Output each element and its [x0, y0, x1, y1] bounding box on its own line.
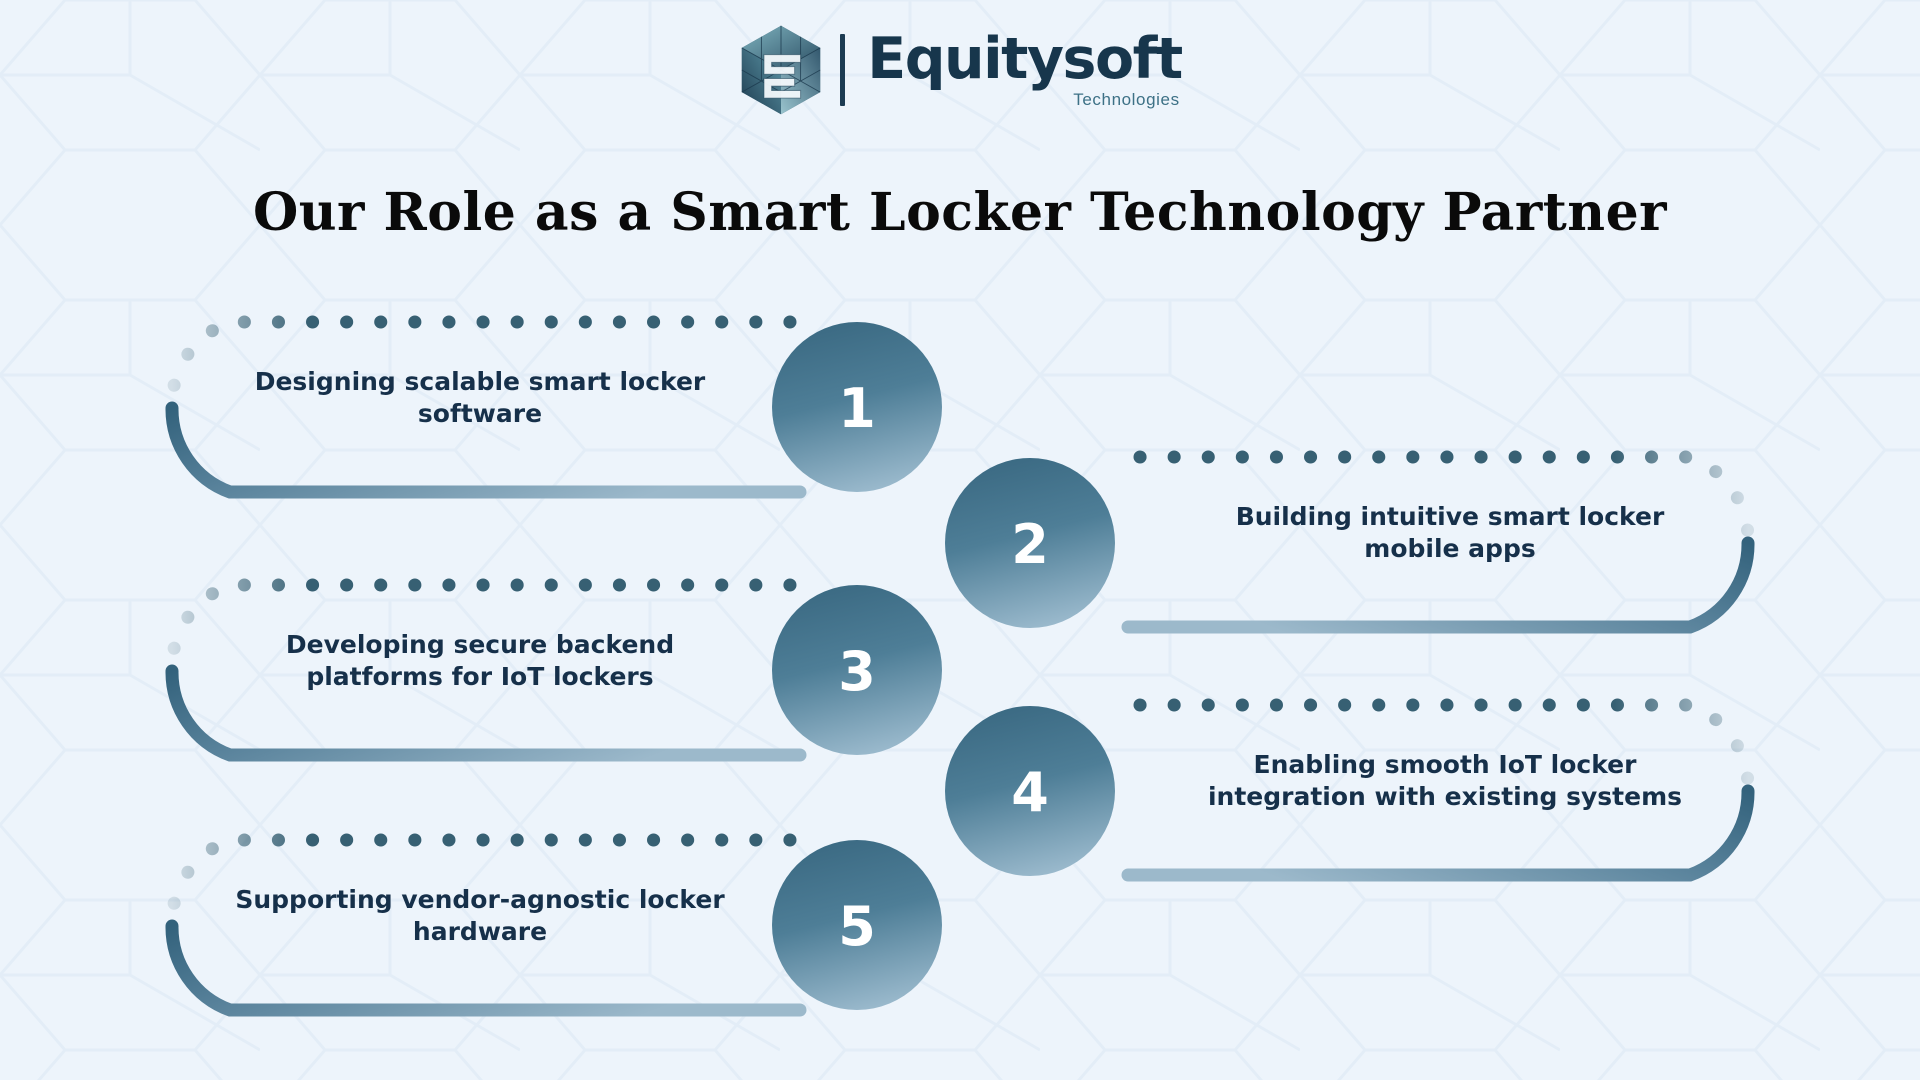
step-circle-2[interactable]: [945, 458, 1115, 628]
step-text-1: Designing scalable smart locker software: [190, 366, 770, 430]
step-text-2: Building intuitive smart locker mobile a…: [1160, 501, 1740, 565]
step-number-4: 4: [1011, 761, 1049, 824]
step-text-3: Developing secure backend platforms for …: [190, 629, 770, 693]
logo-divider: [840, 34, 846, 106]
logo-subtitle: Technologies: [1073, 89, 1180, 109]
logo-wordmark: Equitysoft: [867, 25, 1183, 92]
step-text-3-line1: Developing secure backend: [285, 630, 675, 659]
hexagon-es-monogram-icon: [741, 25, 821, 115]
brand-logo: Equitysoft Technologies: [0, 24, 1920, 116]
step-number-3: 3: [838, 640, 876, 703]
step-text-4: Enabling smooth IoT locker integration w…: [1145, 749, 1745, 813]
step-text-1-line2: software: [417, 399, 543, 428]
step-text-2-line1: Building intuitive smart locker: [1235, 502, 1665, 531]
logo-text-group: Equitysoft Technologies: [867, 25, 1183, 110]
step-text-5: Supporting vendor-agnostic locker hardwa…: [180, 884, 780, 948]
step-circles: [772, 322, 1115, 1010]
step-text-4-line1: Enabling smooth IoT locker: [1253, 750, 1637, 779]
step-text-2-line2: mobile apps: [1364, 534, 1536, 563]
step-text-1-line1: Designing scalable smart locker: [254, 367, 706, 396]
step-circle-5[interactable]: [772, 840, 942, 1010]
step-circle-1[interactable]: [772, 322, 942, 492]
step-text-3-line2: platforms for IoT lockers: [306, 662, 654, 691]
step-circle-4[interactable]: [945, 706, 1115, 876]
step-circle-3[interactable]: [772, 585, 942, 755]
step-text-4-line2: integration with existing systems: [1207, 782, 1683, 811]
step-text-5-line2: hardware: [412, 917, 548, 946]
page-title: Our Role as a Smart Locker Technology Pa…: [252, 182, 1668, 243]
step-text-5-line1: Supporting vendor-agnostic locker: [235, 885, 725, 914]
step-number-2: 2: [1011, 513, 1049, 576]
step-number-5: 5: [838, 895, 876, 958]
step-number-1: 1: [838, 377, 876, 440]
